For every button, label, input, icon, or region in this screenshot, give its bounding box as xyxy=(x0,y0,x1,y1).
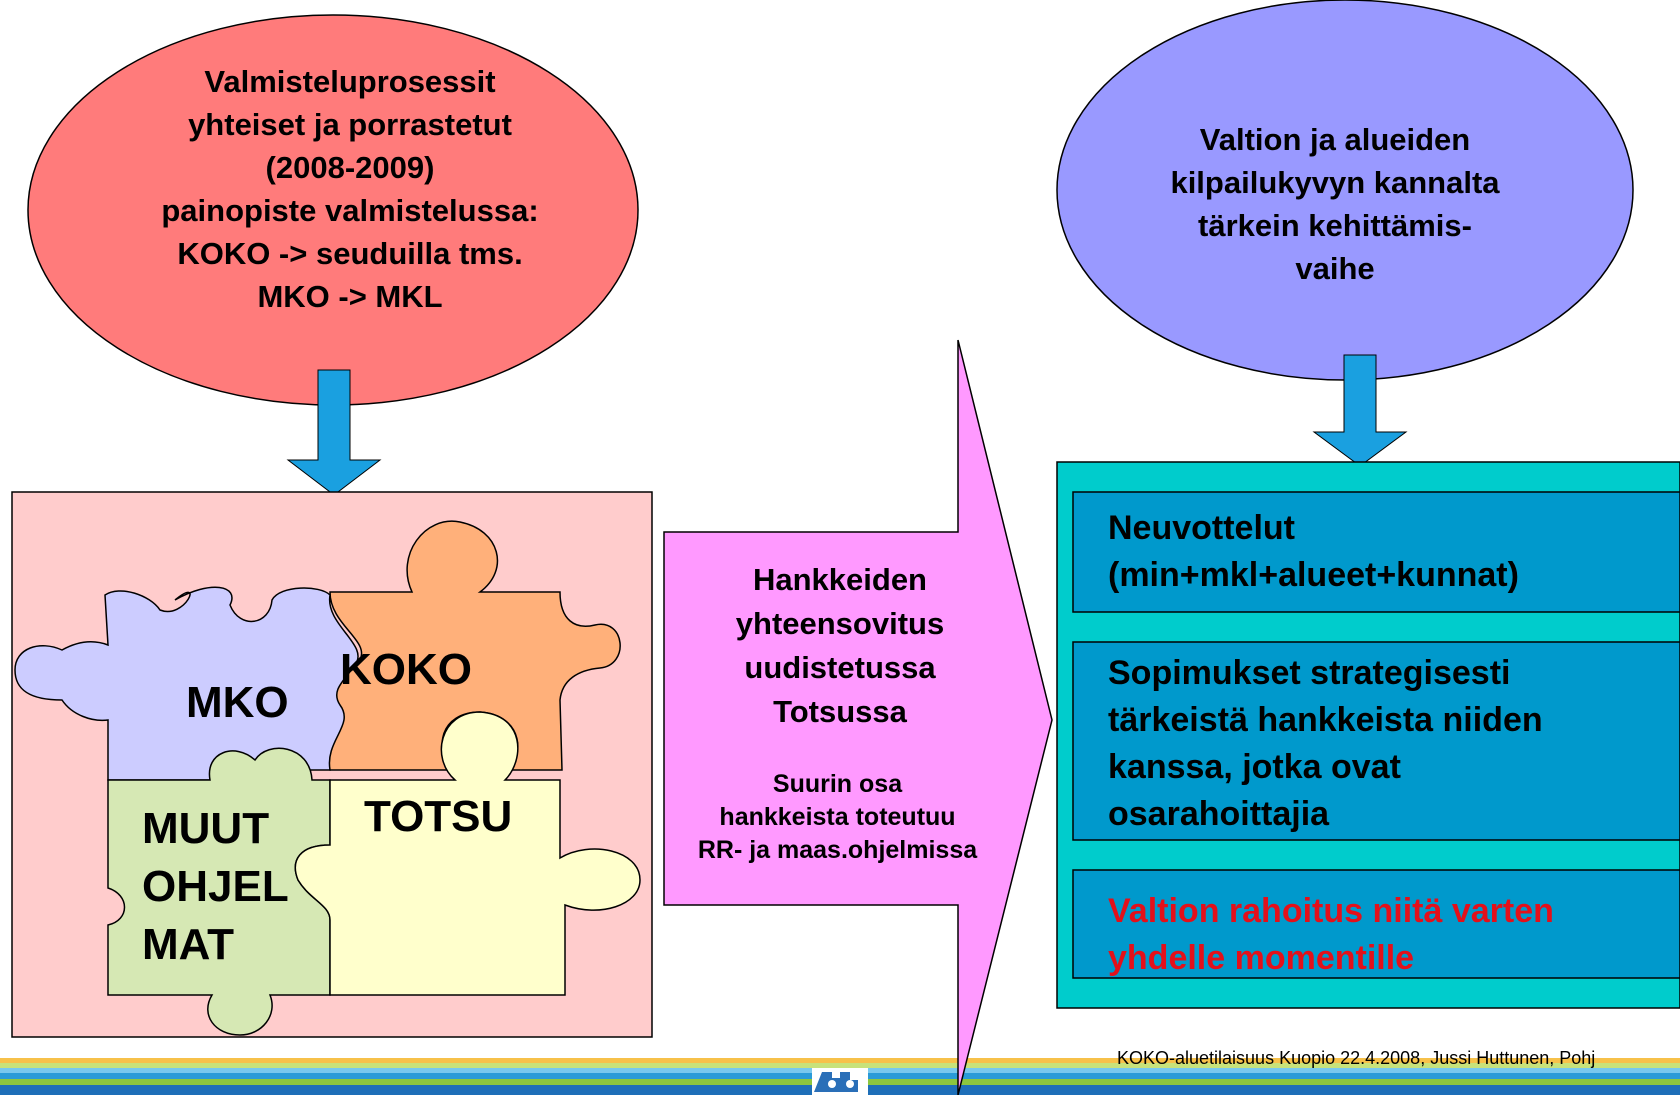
top-right-line: vaihe xyxy=(1295,251,1375,286)
down-arrow-left-icon xyxy=(286,369,382,496)
box2-line: kanssa, jotka ovat xyxy=(1108,748,1401,786)
down-arrow-right-icon xyxy=(1312,354,1408,467)
puzzle-label-totsu: TOTSU xyxy=(364,792,513,841)
right-box-2 xyxy=(1072,641,1680,841)
box3-line: Valtion rahoitus niitä varten xyxy=(1108,892,1554,930)
puzzle-piece-totsu xyxy=(294,711,641,996)
right-box-1 xyxy=(1072,491,1680,613)
middle-title-line: yhteensovitus xyxy=(735,606,945,641)
top-right-ellipse-text: Valtion ja alueiden kilpailukyvyn kannal… xyxy=(1100,118,1570,290)
middle-title-line: uudistetussa xyxy=(744,650,936,685)
box1-line: (min+mkl+alueet+kunnat) xyxy=(1108,556,1519,594)
top-left-line: yhteiset ja porrastetut xyxy=(188,107,512,142)
puzzle-label-muut: MUUT OHJEL MAT xyxy=(142,804,288,969)
top-right-line: tärkein kehittämis- xyxy=(1198,208,1472,243)
top-left-line: painopiste valmistelussa: xyxy=(161,193,539,228)
right-box-3-text: Valtion rahoitus niitä varten yhdelle mo… xyxy=(1108,888,1680,982)
right-box-3 xyxy=(1072,869,1680,979)
right-box-1-text: Neuvottelut (min+mkl+alueet+kunnat) xyxy=(1108,505,1680,599)
middle-title-line: Totsussa xyxy=(773,694,907,729)
box2-line: Sopimukset strategisesti xyxy=(1108,654,1511,692)
middle-arrow-subtext: Suurin osa hankkeista toteutuu RR- ja ma… xyxy=(640,768,1035,867)
box2-line: osarahoittajia xyxy=(1108,795,1330,833)
box2-line: tärkeistä hankkeista niiden xyxy=(1108,701,1543,739)
middle-arrow-title: Hankkeiden yhteensovitus uudistetussa To… xyxy=(660,558,1020,734)
puzzle-label-koko: KOKO xyxy=(340,645,472,694)
top-right-line: kilpailukyvyn kannalta xyxy=(1170,165,1500,200)
top-left-ellipse-text: Valmisteluprosessit yhteiset ja porraste… xyxy=(70,60,630,318)
middle-sub-line: hankkeista toteutuu xyxy=(719,803,956,831)
middle-sub-line: Suurin osa xyxy=(772,770,903,798)
footer-caption: KOKO-aluetilaisuus Kuopio 22.4.2008, Jus… xyxy=(1117,1048,1596,1068)
box1-line: Neuvottelut xyxy=(1108,509,1295,547)
top-right-line: Valtion ja alueiden xyxy=(1199,122,1471,157)
middle-sub-line: RR- ja maas.ohjelmissa xyxy=(697,836,978,864)
top-left-line: MKO -> MKL xyxy=(257,279,443,314)
top-left-line: (2008-2009) xyxy=(265,150,435,185)
top-left-line: KOKO -> seuduilla tms. xyxy=(177,236,523,271)
top-left-line: Valmisteluprosessit xyxy=(204,64,496,99)
right-box-2-text: Sopimukset strategisesti tärkeistä hankk… xyxy=(1108,650,1680,838)
middle-title-line: Hankkeiden xyxy=(752,562,927,597)
puzzle-label-mko: MKO xyxy=(186,678,289,727)
box3-line: yhdelle momentille xyxy=(1108,939,1415,977)
ministry-logo-icon xyxy=(812,1068,868,1095)
middle-arrow xyxy=(663,339,1053,1095)
puzzle-piece-mko xyxy=(14,586,359,781)
